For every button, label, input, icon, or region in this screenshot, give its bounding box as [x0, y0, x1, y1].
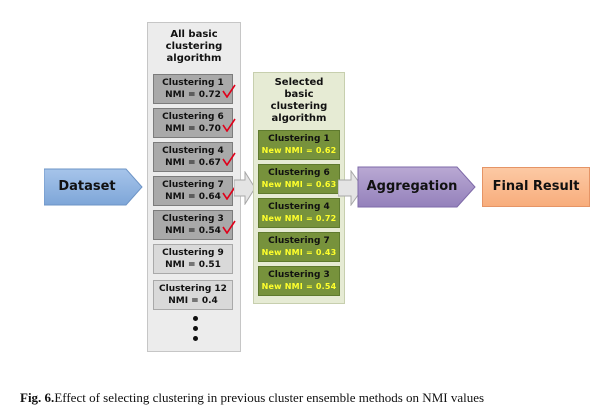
figure-caption: Fig. 6.Effect of selecting clustering in…	[20, 390, 484, 406]
clustering-new-nmi: New NMI = 0.54	[261, 282, 337, 291]
ellipsis-dot-icon	[193, 336, 198, 341]
clustering-nmi: NMI = 0.64	[165, 192, 221, 202]
clustering-new-nmi: New NMI = 0.43	[261, 248, 337, 257]
clustering-box: Clustering 9 NMI = 0.51	[153, 244, 233, 274]
selected-panel-title: Selected basic clustering algorithm	[270, 77, 328, 124]
aggregation-arrow-shape	[357, 166, 476, 208]
clustering-name: Clustering 3	[162, 214, 224, 224]
clustering-name: Clustering 4	[162, 146, 224, 156]
checkmark-icon	[222, 84, 236, 98]
clustering-box: Clustering 1 NMI = 0.72	[153, 74, 233, 104]
all-panel-title: All basic clustering algorithm	[165, 29, 223, 64]
caption-text: Effect of selecting clustering in previo…	[54, 390, 485, 405]
dataset-arrow-shape	[44, 168, 143, 206]
selected-clustering-box: Clustering 6 New NMI = 0.63	[258, 164, 340, 194]
clustering-name: Clustering 3	[268, 270, 330, 280]
right-arrow-icon	[234, 171, 256, 205]
dataset-label: Dataset	[58, 179, 116, 194]
selected-clustering-box: Clustering 1 New NMI = 0.62	[258, 130, 340, 160]
clustering-box: Clustering 12 NMI = 0.4	[153, 280, 233, 310]
clustering-new-nmi: New NMI = 0.63	[261, 180, 337, 189]
clustering-name: Clustering 4	[268, 202, 330, 212]
selected-clustering-box: Clustering 3 New NMI = 0.54	[258, 266, 340, 296]
clustering-name: Clustering 6	[162, 112, 224, 122]
selected-clustering-box: Clustering 4 New NMI = 0.72	[258, 198, 340, 228]
checkmark-icon	[222, 118, 236, 132]
clustering-nmi: NMI = 0.4	[168, 296, 218, 306]
ellipsis-dot-icon	[193, 316, 198, 321]
clustering-nmi: NMI = 0.51	[165, 260, 221, 270]
selected-clustering-box: Clustering 7 New NMI = 0.43	[258, 232, 340, 262]
clustering-name: Clustering 7	[268, 236, 330, 246]
clustering-name: Clustering 7	[162, 180, 224, 190]
clustering-box: Clustering 3 NMI = 0.54	[153, 210, 233, 240]
right-arrow-icon	[338, 170, 364, 206]
checkmark-icon	[222, 152, 236, 166]
clustering-new-nmi: New NMI = 0.72	[261, 214, 337, 223]
clustering-box: Clustering 6 NMI = 0.70	[153, 108, 233, 138]
clustering-nmi: NMI = 0.70	[165, 124, 221, 134]
caption-prefix: Fig. 6.	[20, 390, 55, 405]
clustering-name: Clustering 6	[268, 168, 330, 178]
clustering-nmi: NMI = 0.54	[165, 226, 221, 236]
clustering-name: Clustering 12	[159, 284, 227, 294]
final-result-box	[482, 167, 590, 207]
clustering-box: Clustering 4 NMI = 0.67	[153, 142, 233, 172]
clustering-nmi: NMI = 0.72	[165, 90, 221, 100]
clustering-new-nmi: New NMI = 0.62	[261, 146, 337, 155]
final-result-label: Final Result	[492, 179, 580, 194]
checkmark-icon	[222, 186, 236, 200]
checkmark-icon	[222, 220, 236, 234]
clustering-name: Clustering 1	[162, 78, 224, 88]
clustering-nmi: NMI = 0.67	[165, 158, 221, 168]
clustering-name: Clustering 1	[268, 134, 330, 144]
aggregation-label: Aggregation	[366, 179, 458, 194]
clustering-name: Clustering 9	[162, 248, 224, 258]
clustering-box: Clustering 7 NMI = 0.64	[153, 176, 233, 206]
ellipsis-dot-icon	[193, 326, 198, 331]
